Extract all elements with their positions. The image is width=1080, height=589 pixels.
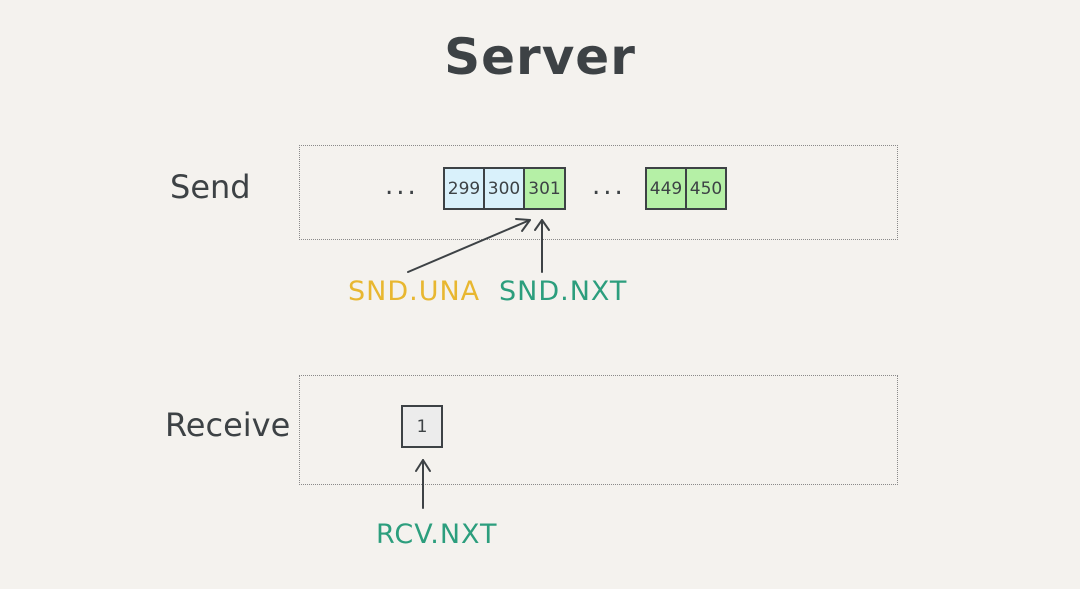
receive-buffer-region xyxy=(299,375,898,485)
snd-una-arrow xyxy=(407,218,531,273)
snd-nxt-arrow xyxy=(534,219,550,273)
snd-una-label: SND.UNA xyxy=(348,276,481,307)
send-cell-301: 301 xyxy=(523,167,566,210)
rcv-nxt-arrow xyxy=(415,459,431,509)
receive-row-label: Receive xyxy=(165,406,291,444)
send-buffer-region xyxy=(299,145,898,240)
receive-cell-1: 1 xyxy=(401,405,443,448)
send-ellipsis-middle: ... xyxy=(592,171,626,201)
snd-nxt-label: SND.NXT xyxy=(499,276,628,307)
send-cell-450: 450 xyxy=(685,167,727,210)
send-ellipsis-left: ... xyxy=(385,171,419,201)
send-cell-299: 299 xyxy=(443,167,485,210)
send-row-label: Send xyxy=(170,168,251,206)
rcv-nxt-label: RCV.NXT xyxy=(376,519,498,550)
diagram-title: Server xyxy=(444,28,636,86)
